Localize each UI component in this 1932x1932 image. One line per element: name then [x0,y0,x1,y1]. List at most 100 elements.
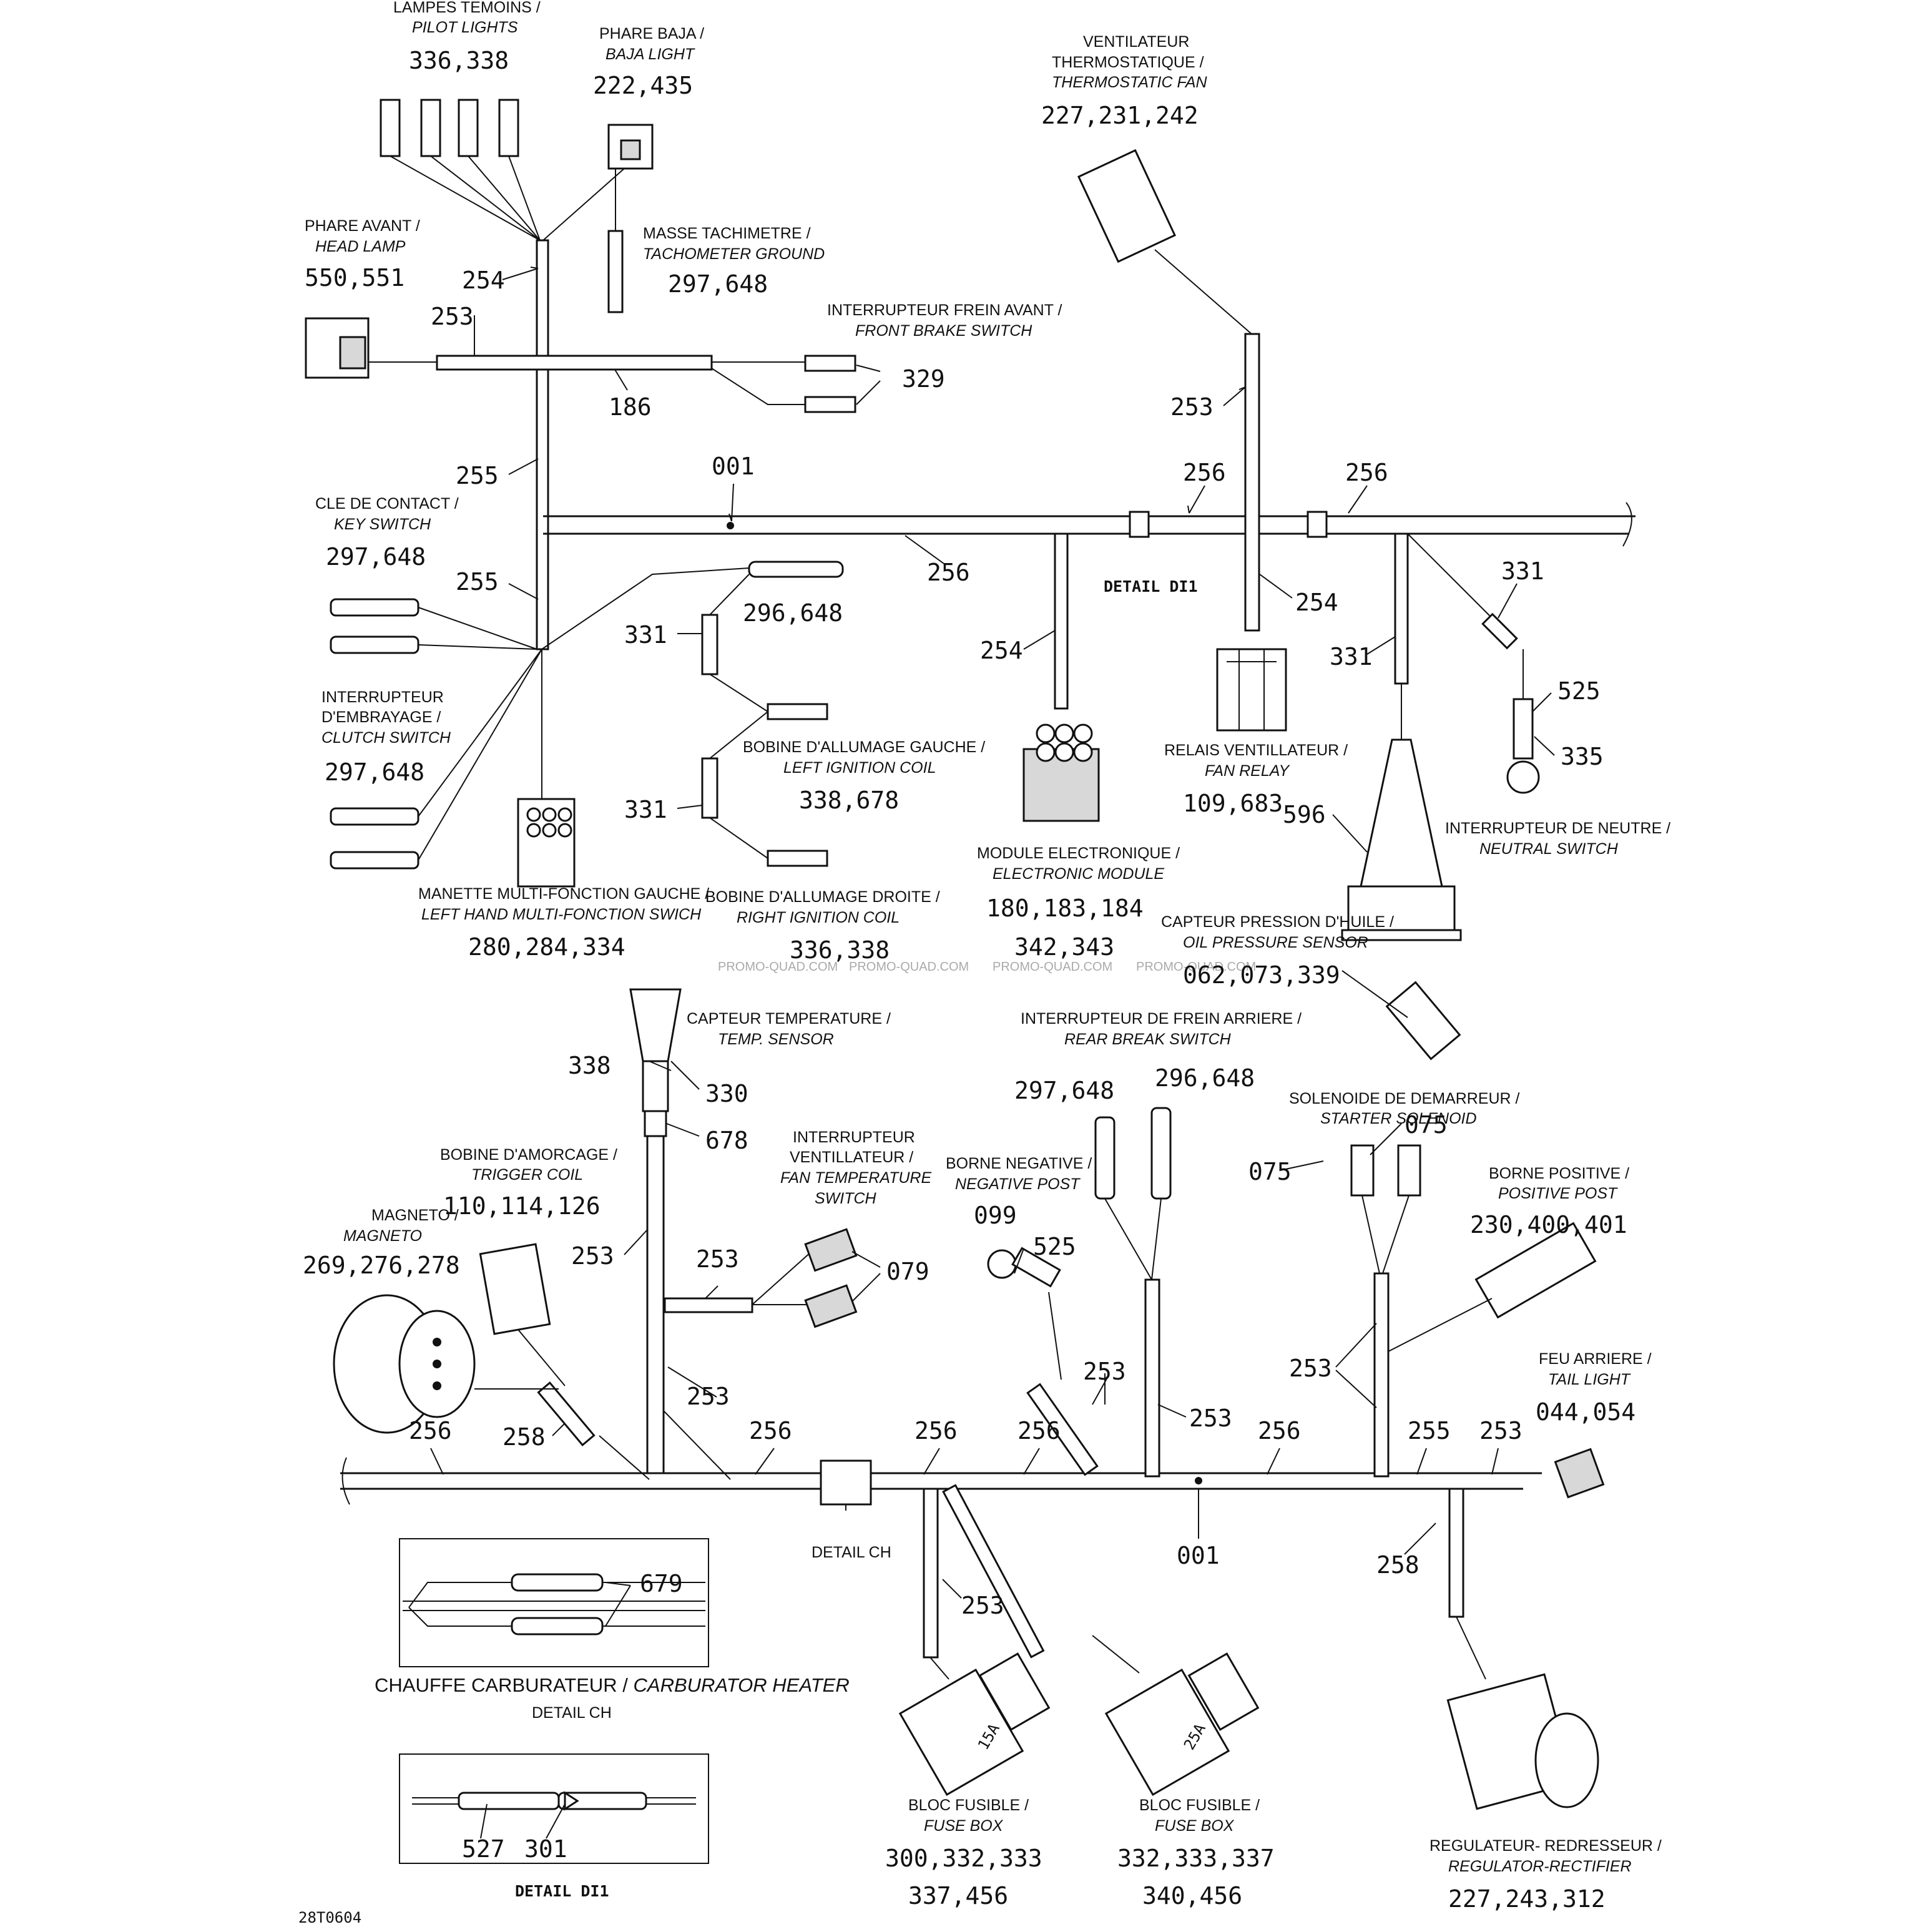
left-coil-parts: 338,678 [799,787,899,814]
svg-text:331: 331 [1330,643,1373,670]
coil-terminal-parts: 296,648 [743,599,843,627]
leader-lines [430,268,1555,1839]
rear-brake-parts-2: 296,648 [1155,1064,1255,1092]
fan-relay-en: FAN RELAY [1205,762,1291,780]
negative-post-en: NEGATIVE POST [955,1175,1081,1193]
rear-brake-parts-1: 297,648 [1014,1077,1114,1104]
baja-light-parts: 222,435 [593,72,693,99]
svg-text:679: 679 [640,1570,683,1597]
svg-text:331: 331 [1501,557,1544,585]
positive-post-parts: 230,400,401 [1470,1211,1627,1238]
fan-temp-wires [752,1251,812,1305]
left-coil-sleeve [701,614,718,675]
heater-terminal-a [511,1573,604,1592]
regulator-rectifier [1446,1673,1599,1810]
left-ign-coil-connector [767,703,828,720]
clutch-switch-terminals [330,649,542,870]
neutral-sleeve [1481,612,1518,650]
diode-sleeve-b [557,1792,647,1810]
fan-relay-fr: RELAIS VENTILLATEUR / [1164,742,1348,759]
key-switch-terminals [330,598,537,654]
fan-temp-switch-fr2: VENTILLATEUR / [790,1149,913,1166]
svg-text:330: 330 [705,1080,748,1107]
rear-brake-wires [1104,1198,1162,1280]
svg-text:256: 256 [1345,459,1388,486]
neutral-switch-fr: INTERRUPTEUR DE NEUTRE / [1445,820,1670,837]
fan-temp-switch-en2: SWITCH [815,1190,877,1207]
left-coil-en: LEFT IGNITION COIL [783,759,936,777]
svg-text:255: 255 [456,462,499,489]
svg-text:001: 001 [1177,1542,1220,1569]
svg-text:001: 001 [712,453,755,480]
junction-dot-lower [1195,1477,1202,1484]
key-switch-fr: CLE DE CONTACT / [315,495,459,512]
svg-text:678: 678 [705,1127,748,1154]
svg-text:301: 301 [524,1835,567,1863]
magneto-fr: MAGNETO / [371,1207,459,1224]
regulator-branch [1448,1488,1464,1618]
trigger-coil-en: TRIGGER COIL [471,1166,583,1184]
clutch-fr2: D'EMBRAYAGE / [321,709,441,726]
key-switch-en: KEY SWITCH [334,516,431,533]
svg-text:258: 258 [503,1423,546,1451]
fan-temp-branch [664,1297,753,1313]
temp-sensor-en: TEMP. SENSOR [718,1031,834,1048]
main-harness-upper [543,515,1635,535]
front-brake-parts: 329 [902,365,945,393]
tail-light-parts: 044,054 [1536,1398,1635,1426]
fuse-box-2: 25A [1092,1635,1260,1797]
positive-post-en: POSITIVE POST [1498,1185,1618,1202]
svg-text:075: 075 [1405,1111,1448,1139]
lh-multifunction-parts: 280,284,334 [468,933,625,961]
svg-text:256: 256 [927,559,970,586]
clutch-en: CLUTCH SWITCH [321,729,451,747]
head-lamp-branch [436,355,713,371]
detail-ch-wires [408,1582,705,1627]
harness-break-right [1622,502,1632,547]
starter-terminal-a [1350,1144,1375,1197]
svg-text:253: 253 [1289,1355,1332,1382]
fan-temp-switch-fr1: INTERRUPTEUR [793,1129,915,1146]
negative-wire [1048,1292,1062,1380]
neutral-terminal [1513,698,1534,760]
fan-temp-switch-en1: FAN TEMPERATURE [780,1169,931,1187]
starter-wires [1361,1195,1410,1274]
trigger-coil-connector [479,1243,566,1386]
baja-light-fr: PHARE BAJA / [599,25,704,42]
em-branch [1054,532,1069,710]
svg-text:254: 254 [1295,589,1338,616]
detail-ch-wires-base [403,1601,705,1611]
temp-sensor-fr: CAPTEUR TEMPERATURE / [687,1010,891,1027]
detail-ch-marker [820,1459,872,1506]
detail-di1-ref: DETAIL DI1 [1104,577,1198,596]
positive-post-fr: BORNE POSITIVE / [1489,1165,1629,1182]
svg-text:253: 253 [1479,1417,1523,1444]
leader-arrows [530,267,1246,522]
text-labels: LAMPES TEMOINS / PILOT LIGHTS 336,338 PH… [298,0,1670,1926]
document-reference: 28T0604 [298,1909,361,1926]
oil-pressure-fr: CAPTEUR PRESSION D'HUILE / [1161,913,1394,931]
svg-text:253: 253 [961,1592,1004,1619]
head-lamp-parts: 550,551 [305,264,405,292]
rear-brake-branch [1144,1278,1160,1478]
svg-text:256: 256 [1017,1417,1061,1444]
front-brake-en: FRONT BRAKE SWITCH [855,322,1032,340]
svg-text:186: 186 [609,393,652,421]
svg-text:254: 254 [462,267,505,294]
right-coil-fr: BOBINE D'ALLUMAGE DROITE / [705,888,940,906]
svg-text:258: 258 [1376,1551,1420,1579]
right-ign-coil-connector [767,850,828,867]
rear-brake-en: REAR BREAK SWITCH [1064,1031,1232,1048]
detail-ch-ref: DETAIL CH [812,1544,891,1561]
right-coil-en: RIGHT IGNITION COIL [737,909,900,926]
svg-text:255: 255 [1408,1417,1451,1444]
fan-temp-connector-a [804,1228,858,1272]
left-coil-fr: BOBINE D'ALLUMAGE GAUCHE / [743,738,985,756]
svg-text:256: 256 [915,1417,958,1444]
oil-pressure-en: OIL PRESSURE SENSOR [1183,934,1368,951]
regulator-en: REGULATOR-RECTIFIER [1448,1858,1632,1875]
negative-sleeve [1026,1383,1099,1476]
front-brake-wires [368,361,805,405]
magneto-en: MAGNETO [343,1227,422,1245]
